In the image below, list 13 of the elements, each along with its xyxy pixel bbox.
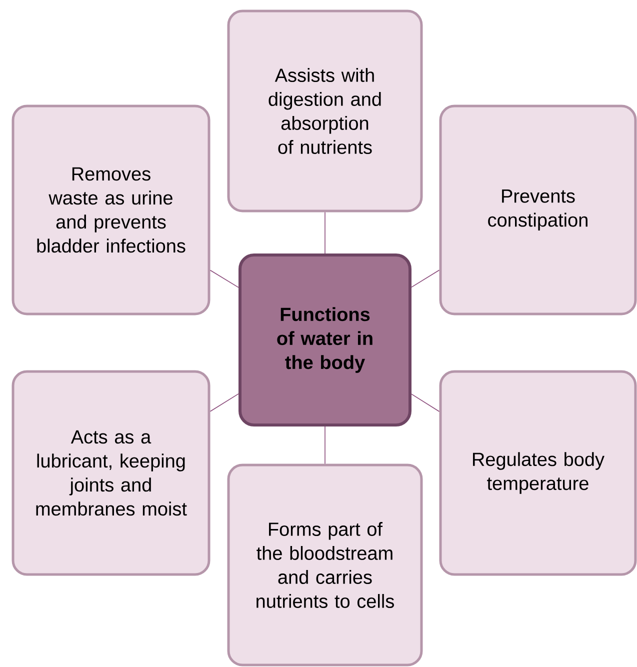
function-box: Removes waste as urine and prevents bladder infections xyxy=(12,104,210,316)
connector-line xyxy=(210,270,239,288)
function-box: Prevents constipation xyxy=(439,104,637,316)
connector-line xyxy=(210,393,239,412)
connector-line xyxy=(324,426,326,464)
function-box: Assists with digestion and absorption of nutrients xyxy=(227,10,423,212)
function-box: Regulates body temperature xyxy=(439,370,637,576)
function-box: Acts as a lubricant, keeping joints and membranes moist xyxy=(12,370,210,576)
connector-line xyxy=(324,212,326,254)
hub-box: Functions of water in the body xyxy=(238,254,412,426)
connector-line xyxy=(411,270,440,288)
connector-line xyxy=(411,394,440,412)
function-box: Forms part of the bloodstream and carries nutrients to cells xyxy=(227,464,423,666)
